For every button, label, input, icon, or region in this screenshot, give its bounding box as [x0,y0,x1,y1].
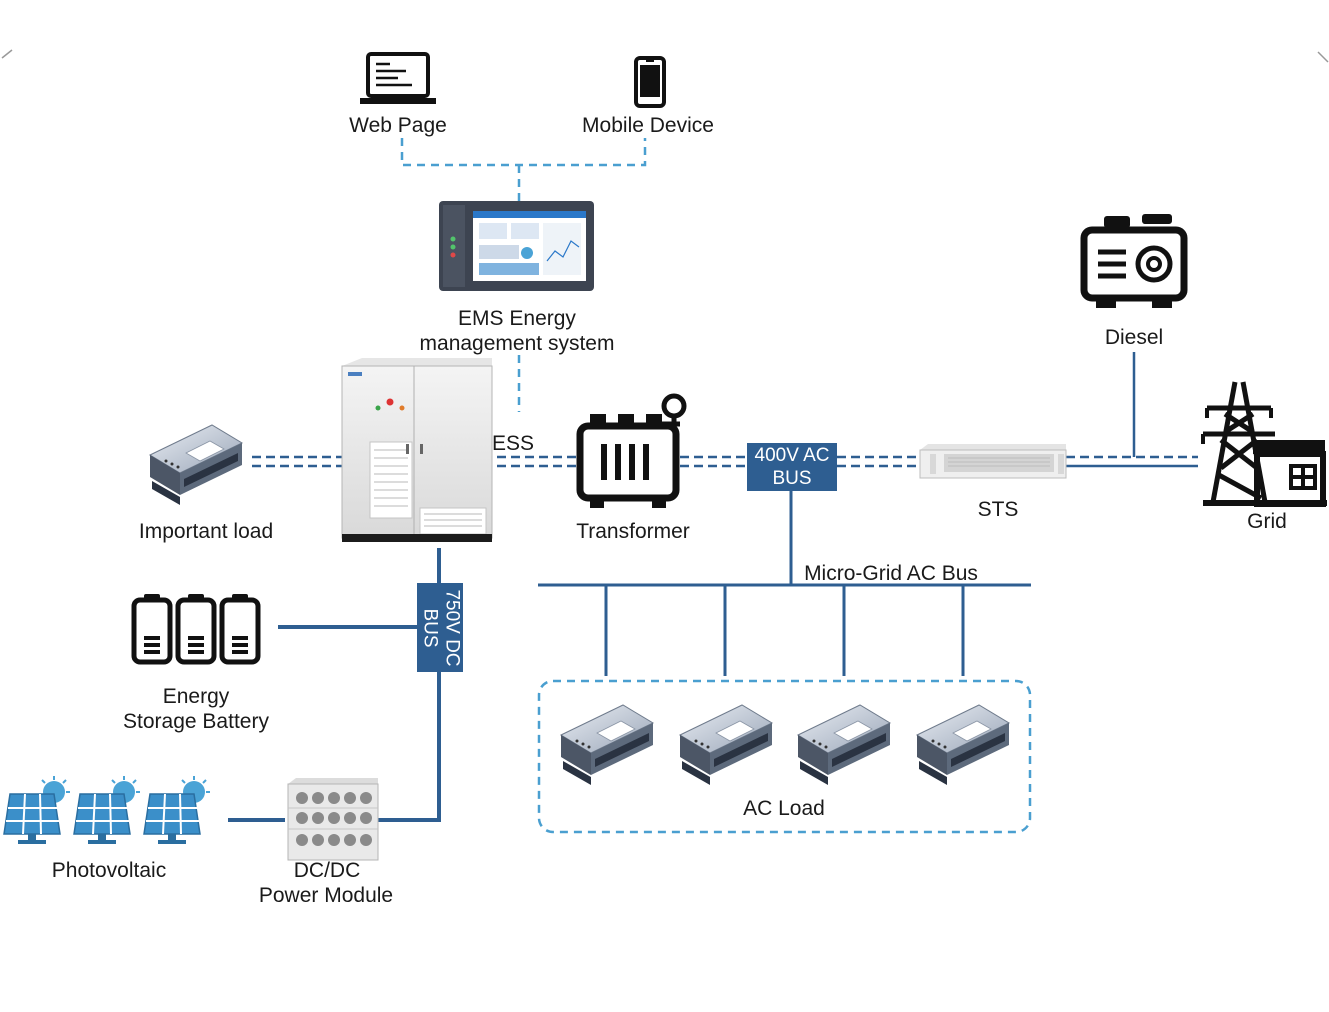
transformer-label: Transformer [576,520,690,543]
battery-label-line1: Energy [162,685,230,708]
photovoltaic-label: Photovoltaic [51,859,167,882]
dcdc-label-line1: DC/DC [293,859,361,882]
ems-panel-icon [439,201,594,291]
ac-bus-label-line2: BUS [747,468,837,490]
solar-panel-icon [143,775,211,845]
ess-label: ESS [491,432,535,455]
grid-tower-icon [1201,381,1327,507]
dc-bus-label-line1: 750V DC [441,589,463,667]
power-lines [228,352,1198,822]
micro-grid-bus-label: Micro-Grid AC Bus [804,562,978,585]
grid-label: Grid [1247,510,1287,533]
diesel-label: Diesel [1104,326,1164,349]
sts-unit-icon [919,444,1067,479]
ess-cabinet-icon [341,358,493,542]
load-device-icon [560,704,654,786]
load-device-icon [797,704,891,786]
mobile-phone-icon [634,56,666,108]
battery-label-line2: Storage Battery [123,710,269,733]
solar-panel-icon [73,775,141,845]
dcdc-module-icon [287,778,379,861]
load-device-icon [149,424,243,506]
ems-label-line2: management system [419,332,615,355]
laptop-icon [360,52,436,104]
transformer-icon [576,393,687,508]
battery-icon [131,594,261,665]
solar-panel-icon [3,775,71,845]
important-load-label: Important load [138,520,274,543]
corner-mark-right [1317,51,1329,63]
ac-load-label: AC Load [743,797,825,820]
ac-load-group [537,679,1032,834]
ems-label-line1: EMS Energy [458,307,576,330]
web-page-label: Web Page [349,114,447,137]
dc-bus-label-line2: BUS [419,608,441,648]
load-device-icon [679,704,773,786]
corner-mark-left [1,49,13,59]
mobile-device-label: Mobile Device [582,114,714,137]
communication-links [400,138,647,412]
dc-bus-box [417,583,463,672]
load-device-icon [916,704,1010,786]
dcdc-label-line2: Power Module [258,884,394,907]
diesel-generator-icon [1080,214,1188,308]
sts-label: STS [977,498,1019,521]
dc-bus-label: 750V DC BUS [418,584,464,673]
ac-bus-label-line1: 400V AC [747,445,837,467]
